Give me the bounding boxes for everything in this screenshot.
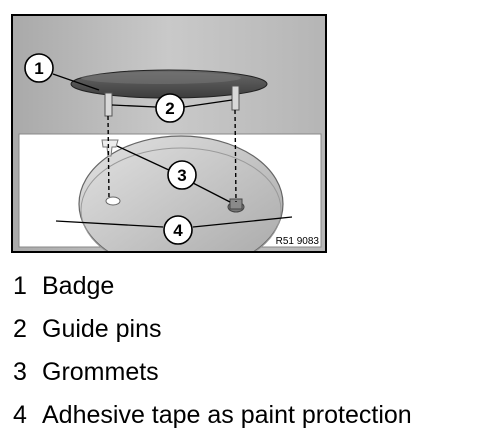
legend-item-text: Adhesive tape as paint protection xyxy=(42,401,412,429)
panel-hole-left xyxy=(105,196,121,206)
callout-3-number: 3 xyxy=(177,166,186,185)
leader-1 xyxy=(52,73,100,91)
legend-item: 2 Guide pins xyxy=(13,315,473,358)
legend-item: 1 Badge xyxy=(13,272,473,315)
legend-item-number: 3 xyxy=(13,358,27,386)
guide-pin-right xyxy=(231,85,240,111)
legend-item-number: 4 xyxy=(13,401,27,429)
leader-3a xyxy=(116,145,172,172)
callout-2: 2 xyxy=(155,93,185,123)
legend-item-text: Grommets xyxy=(42,358,159,386)
legend-item-text: Guide pins xyxy=(42,315,162,343)
legend: 1 Badge 2 Guide pins 3 Grommets 4 Adhesi… xyxy=(13,272,473,444)
exploded-view-figure: 1 2 3 4 R51 9083 xyxy=(11,14,327,253)
leader-2a xyxy=(111,104,157,108)
figure-frame xyxy=(11,14,327,253)
figure-reference-code: R51 9083 xyxy=(276,236,320,247)
leader-4b xyxy=(192,216,293,228)
leader-3b xyxy=(190,181,231,203)
emblem-panel xyxy=(78,135,284,253)
grommet-left xyxy=(101,139,119,157)
badge-highlight xyxy=(81,72,241,84)
guide-pin-left xyxy=(104,92,113,117)
leader-2b xyxy=(183,99,233,108)
callout-2-number: 2 xyxy=(165,99,174,118)
leader-4a xyxy=(55,220,164,228)
legend-item-number: 1 xyxy=(13,272,27,300)
grommet-right xyxy=(229,198,243,210)
emblem-panel-edge xyxy=(80,147,282,253)
legend-item: 4 Adhesive tape as paint protection xyxy=(13,401,473,444)
callout-1-number: 1 xyxy=(34,59,43,78)
figure-drawing: 1 2 3 4 R51 9083 xyxy=(11,14,327,253)
alignment-line-right xyxy=(234,109,237,203)
callout-4-number: 4 xyxy=(173,221,183,240)
legend-item-text: Badge xyxy=(42,272,115,300)
callout-4: 4 xyxy=(163,215,193,245)
callout-1: 1 xyxy=(24,53,54,83)
callout-3: 3 xyxy=(167,160,197,190)
legend-item-number: 2 xyxy=(13,315,27,343)
legend-item: 3 Grommets xyxy=(13,358,473,401)
